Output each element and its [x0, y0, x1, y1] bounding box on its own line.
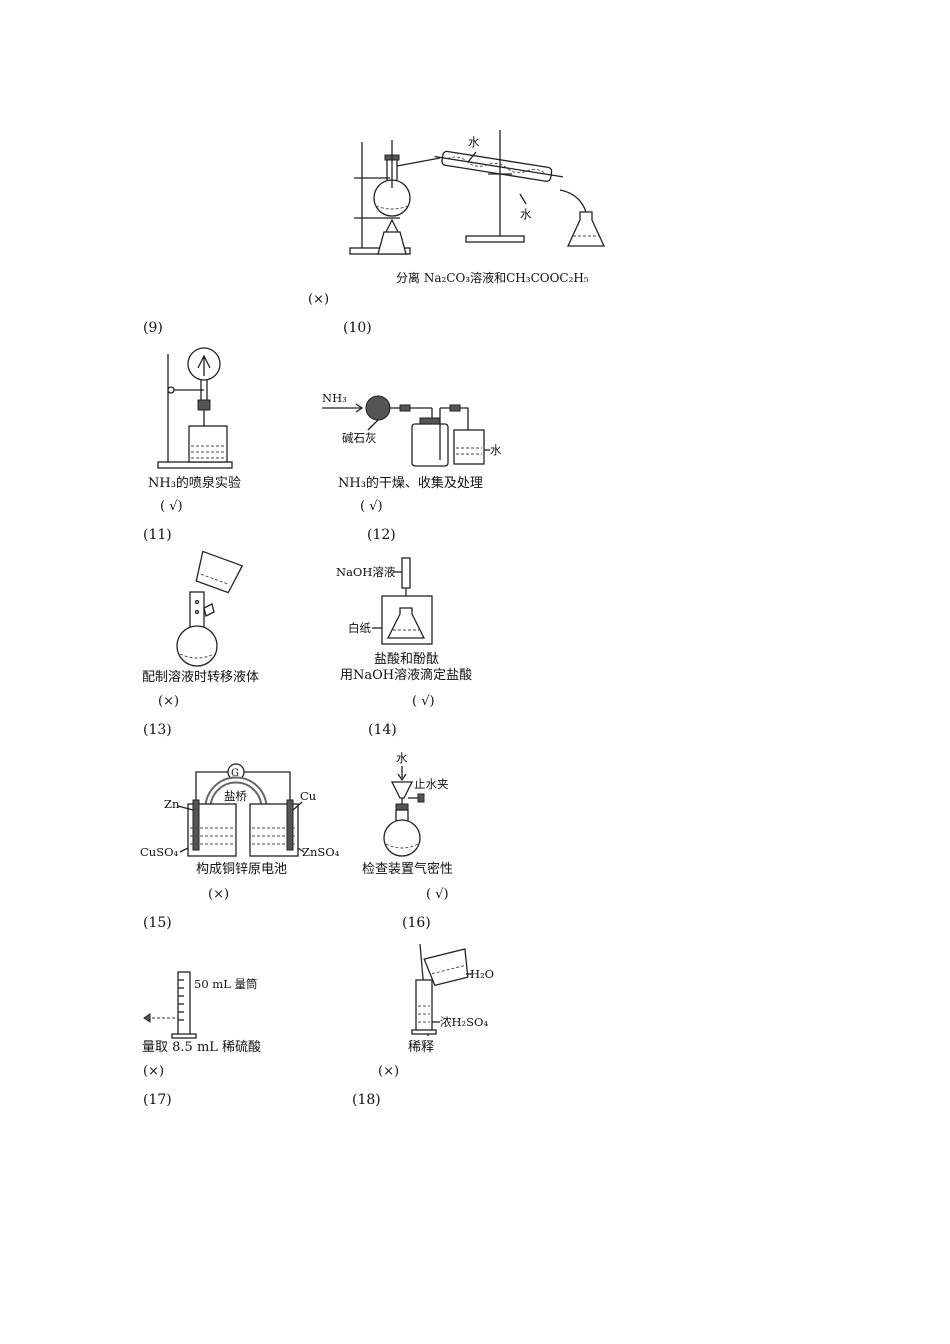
- nh3-label: NH₃: [322, 391, 347, 405]
- figure-16-verdict: ( √): [426, 887, 449, 902]
- figure-14-number: (14): [368, 722, 397, 738]
- figure-18-verdict: (×): [378, 1064, 400, 1079]
- figure-17-number: (17): [143, 1092, 172, 1108]
- figure-17-caption: 量取 8.5 mL 稀硫酸: [142, 1040, 262, 1055]
- figure-17-cylinder-diagram: 50 mL 量筒: [143, 971, 258, 1039]
- figure-10-caption: 分离 Na₂CO₃溶液和CH₃COOC₂H₅: [396, 271, 589, 285]
- figure-11-verdict: ( √): [160, 499, 183, 514]
- figure-16-number: (16): [402, 915, 431, 931]
- figure-12-verdict: ( √): [360, 499, 383, 514]
- zn-label: Zn: [164, 797, 180, 811]
- figure-15-verdict: (×): [208, 887, 230, 902]
- cylinder-label: 50 mL 量筒: [194, 977, 258, 991]
- figure-15-caption: 构成铜锌原电池: [196, 862, 288, 877]
- figure-14-verdict: ( √): [412, 694, 435, 709]
- figure-13-transfer-diagram: [176, 550, 244, 667]
- water-in-label: 水: [468, 135, 480, 149]
- figure-16-caption: 检查装置气密性: [362, 862, 454, 877]
- figure-10-number: (10): [343, 320, 372, 336]
- figure-16-airtightness-diagram: 水 止水夹: [383, 751, 449, 857]
- cuso4-label: CuSO₄: [140, 845, 179, 859]
- figure-13-caption: 配制溶液时转移液体: [142, 670, 260, 685]
- figure-18-number: (18): [352, 1092, 381, 1108]
- figure-12-nh3-apparatus-diagram: NH₃ 碱石灰 水: [322, 391, 502, 467]
- cu-label: Cu: [300, 789, 316, 803]
- salt-bridge-label: 盐桥: [224, 789, 247, 803]
- figure-11-caption: NH₃的喷泉实验: [148, 476, 241, 491]
- figure-14-titration-diagram: NaOH溶液 白纸: [336, 557, 433, 645]
- clamp-label: 止水夹: [414, 777, 449, 791]
- znso4-label: ZnSO₄: [302, 845, 340, 859]
- figure-12-number: (12): [367, 527, 396, 543]
- figure-10-distillation-diagram: 水 水: [349, 130, 606, 255]
- figure-17-verdict: (×): [143, 1064, 165, 1079]
- water-label-12: 水: [490, 443, 502, 457]
- figure-18-dilution-diagram: H₂O 浓H₂SO₄: [411, 943, 494, 1037]
- figure-11-number: (11): [143, 527, 172, 543]
- water-out-label: 水: [520, 207, 532, 221]
- figure-10-verdict: (×): [308, 292, 330, 307]
- figure-13-number: (13): [143, 722, 172, 738]
- white-paper-label: 白纸: [348, 621, 371, 635]
- figure-18-caption: 稀释: [408, 1040, 435, 1055]
- water-label-16: 水: [396, 751, 408, 765]
- figure-15-number: (15): [143, 915, 172, 931]
- figure-13-verdict: (×): [158, 694, 180, 709]
- figure-9-number: (9): [143, 320, 163, 336]
- figure-15-galvanic-cell-diagram: G 盐桥 Zn Cu CuSO₄ ZnSO₄: [140, 763, 340, 859]
- naoh-label: NaOH溶液: [336, 565, 396, 579]
- h2o-label: H₂O: [470, 967, 494, 981]
- soda-lime-label: 碱石灰: [342, 431, 377, 445]
- figure-12-caption: NH₃的干燥、收集及处理: [338, 476, 483, 491]
- galvanometer-label: G: [231, 768, 239, 779]
- figure-11-fountain-diagram: [157, 347, 233, 469]
- figure-14-caption-line2: 用NaOH溶液滴定盐酸: [340, 668, 473, 683]
- figure-14-caption-line1: 盐酸和酚酞: [374, 652, 440, 667]
- conc-h2so4-label: 浓H₂SO₄: [440, 1015, 488, 1029]
